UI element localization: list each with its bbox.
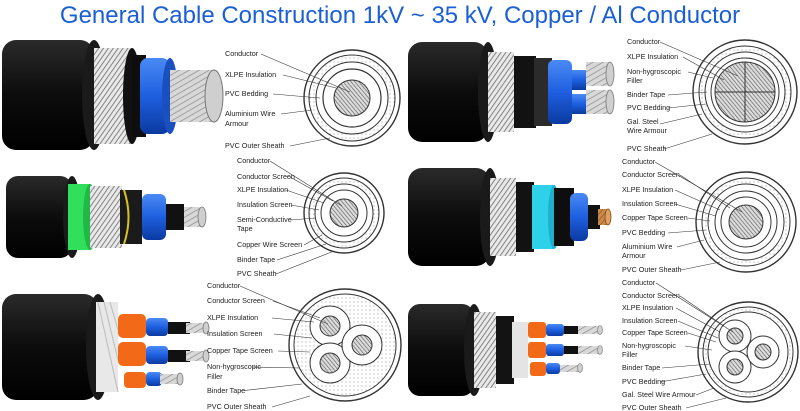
label: PVC Outer Sheath xyxy=(622,403,682,411)
cable-3d-three-core-mv xyxy=(2,294,210,400)
label: Conductor xyxy=(207,281,241,290)
label: Conductor Screen xyxy=(622,170,680,179)
cable-3d-single-core-lv xyxy=(2,40,224,150)
label: PVC Bedding xyxy=(622,377,665,386)
label: Copper Wire Screen xyxy=(237,240,302,249)
label: XLPE Insulation xyxy=(622,185,673,194)
label: Insulation Screen xyxy=(622,199,678,208)
cross-section-single-core-lv xyxy=(303,49,401,147)
label: XLPE Insulation xyxy=(207,313,258,322)
label: Filler xyxy=(207,372,223,381)
label: Conductor xyxy=(622,157,656,166)
label: Conductor xyxy=(627,37,661,46)
labels-panel-4: Conductor Conductor Screen XLPE Insulati… xyxy=(622,157,743,274)
label: Binder Tape xyxy=(622,363,660,372)
label: Copper Tape Screen xyxy=(207,346,273,355)
cable-3d-four-core-lv xyxy=(408,42,615,142)
label: XLPE Insulation xyxy=(237,185,288,194)
label: Non-hygroscopic xyxy=(627,67,681,76)
labels-panel-1: Conductor XLPE Insulation PVC Bedding Al… xyxy=(225,49,351,150)
label: Filler xyxy=(627,76,643,85)
cable-3d-three-core-mv-armoured xyxy=(408,304,603,396)
cable-3d-single-core-mv-screen xyxy=(6,176,207,258)
label: Conductor xyxy=(225,49,259,58)
label: PVC Bedding xyxy=(622,228,665,237)
label: Binder Tape xyxy=(237,255,275,264)
label: Copper Tape Screen xyxy=(622,213,688,222)
label: Aluminium Wire xyxy=(622,242,672,251)
label: XLPE Insulation xyxy=(622,303,673,312)
label: Conductor Screen xyxy=(207,296,265,305)
label: PVC Bedding xyxy=(225,89,268,98)
label: Wire Armour xyxy=(627,126,668,135)
cross-section-single-core-mv-screen xyxy=(303,172,385,254)
label: Tape xyxy=(237,224,253,233)
labels-panel-5: Conductor Conductor Screen XLPE Insulati… xyxy=(207,281,329,411)
cable-3d-single-core-mv-armoured xyxy=(408,168,612,266)
label: PVC Outer Sheath xyxy=(207,402,267,411)
cross-section-three-core-mv xyxy=(288,288,402,402)
label: Armour xyxy=(622,251,646,260)
label: Aluminium Wire xyxy=(225,109,275,118)
label: Filler xyxy=(622,350,638,359)
label: PVC Bedding xyxy=(627,103,670,112)
label: XLPE Insulation xyxy=(627,52,678,61)
label: Conductor xyxy=(237,156,271,165)
label: Binder Tape xyxy=(627,90,665,99)
label: Non-hygroscopic xyxy=(207,362,261,371)
labels-panel-6: Conductor Conductor Screen XLPE Insulati… xyxy=(622,278,734,411)
label: Semi-Conductive xyxy=(237,215,292,224)
label: Insulation Screen xyxy=(237,200,293,209)
label: Gal. Steel Wire Armour xyxy=(622,390,696,399)
label: Non-hygroscopic xyxy=(622,341,676,350)
cross-section-four-core-lv xyxy=(692,39,798,145)
label: Conductor xyxy=(622,278,656,287)
labels-panel-2: Conductor XLPE Insulation Non-hygroscopi… xyxy=(627,37,739,153)
label: Insulation Screen xyxy=(207,329,263,338)
label: PVC Outer Sheath xyxy=(225,141,285,150)
label: Copper Tape Screen xyxy=(622,328,688,337)
label: Insulation Screen xyxy=(622,316,678,325)
label: Gal. Steel xyxy=(627,117,659,126)
label: Binder Tape xyxy=(207,386,245,395)
label: PVC Sheath xyxy=(627,144,667,153)
cross-section-three-core-mv-armoured xyxy=(697,301,799,403)
label: Armour xyxy=(225,119,249,128)
label: Conductor Screen xyxy=(237,172,295,181)
label: XLPE Insulation xyxy=(225,70,276,79)
label: Conductor Screen xyxy=(622,291,680,300)
label: PVC Outer Sheath xyxy=(622,265,682,274)
labels-panel-3: Conductor Conductor Screen XLPE Insulati… xyxy=(237,156,343,278)
cross-section-single-core-mv-armoured xyxy=(695,171,797,273)
label: PVC Sheath xyxy=(237,269,277,278)
page-title: General Cable Construction 1kV ~ 35 kV, … xyxy=(59,2,741,29)
